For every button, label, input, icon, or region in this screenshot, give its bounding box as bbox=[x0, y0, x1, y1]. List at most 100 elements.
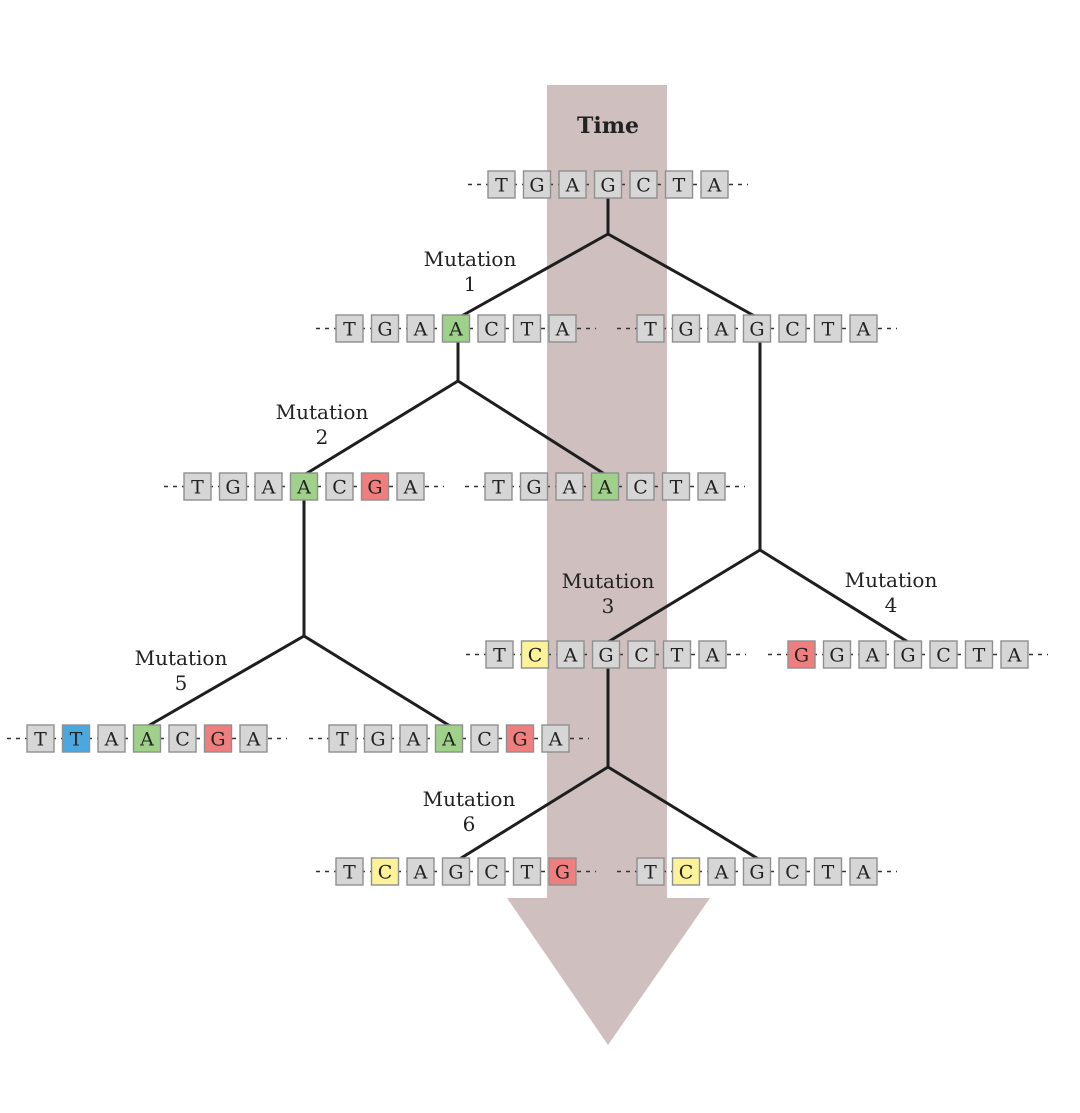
nucleotide-letter: T bbox=[493, 645, 506, 667]
nucleotide-box bbox=[512, 314, 542, 343]
nucleotide-box bbox=[929, 640, 958, 669]
lineage-branches bbox=[146, 196, 910, 862]
nucleotide-box bbox=[363, 724, 393, 753]
nucleotide-G: G bbox=[441, 857, 471, 886]
nucleotide-C: C bbox=[168, 724, 197, 753]
nucleotide-letter: A bbox=[296, 477, 311, 499]
nucleotide-letter: G bbox=[749, 319, 764, 341]
nucleotide-letter: C bbox=[633, 477, 648, 499]
nucleotide-box bbox=[484, 472, 513, 501]
nucleotide-letter: A bbox=[704, 477, 719, 499]
nucleotide-letter: A bbox=[714, 319, 729, 341]
nucleotide-T: T bbox=[485, 640, 514, 669]
nucleotide-letter: G bbox=[370, 729, 385, 751]
nucleotide-box bbox=[519, 472, 549, 501]
nucleotide-box bbox=[512, 857, 542, 886]
nucleotide-box bbox=[370, 314, 400, 343]
nucleotide-C: C bbox=[778, 857, 807, 886]
nucleotide-box bbox=[485, 640, 514, 669]
nucleotide-letter: A bbox=[413, 319, 428, 341]
branch-line-8 bbox=[606, 548, 762, 644]
nucleotide-letter: A bbox=[246, 729, 261, 751]
nucleotide-G: G bbox=[893, 640, 923, 669]
nucleotide-letter: A bbox=[548, 729, 563, 751]
nucleotide-letter: T bbox=[336, 729, 349, 751]
nucleotide-box bbox=[254, 472, 283, 501]
nucleotide-box bbox=[505, 724, 535, 753]
nucleotide-box bbox=[520, 640, 550, 669]
nucleotide-A: A bbox=[707, 857, 736, 886]
nucleotide-G: G bbox=[360, 472, 390, 501]
nucleotide-A: A bbox=[707, 314, 736, 343]
nucleotide-C: C bbox=[626, 472, 655, 501]
nucleotide-box bbox=[360, 472, 390, 501]
nucleotide-C: C bbox=[778, 314, 807, 343]
nucleotide-box bbox=[778, 314, 807, 343]
nucleotide-G: G bbox=[593, 170, 623, 199]
nucleotide-letter: A bbox=[448, 319, 463, 341]
branch-line-14 bbox=[456, 765, 610, 862]
nucleotide-box bbox=[698, 640, 727, 669]
nucleotide-G: G bbox=[671, 314, 701, 343]
nucleotide-A: A bbox=[239, 724, 268, 753]
nucleotide-box bbox=[858, 640, 887, 669]
nucleotide-G: G bbox=[505, 724, 535, 753]
nucleotide-letter: A bbox=[597, 477, 612, 499]
nucleotide-letter: G bbox=[678, 319, 693, 341]
mutation-word: Mutation bbox=[423, 787, 516, 811]
branch-line-3 bbox=[606, 232, 760, 320]
nucleotide-box bbox=[556, 640, 585, 669]
nucleotide-box bbox=[813, 314, 843, 343]
nucleotide-letter: A bbox=[565, 175, 580, 197]
nucleotide-box bbox=[541, 724, 570, 753]
nucleotide-T: T bbox=[813, 314, 843, 343]
nucleotide-A: A bbox=[396, 472, 425, 501]
nucleotide-A: A bbox=[1000, 640, 1029, 669]
nucleotide-A: A bbox=[698, 640, 727, 669]
nucleotide-box bbox=[470, 724, 499, 753]
nucleotide-box bbox=[964, 640, 994, 669]
nucleotide-box bbox=[97, 724, 126, 753]
nucleotide-C: C bbox=[520, 640, 550, 669]
nucleotide-G: G bbox=[522, 170, 552, 199]
nucleotide-letter: G bbox=[529, 175, 544, 197]
nucleotide-letter: A bbox=[865, 645, 880, 667]
nucleotide-letter: A bbox=[555, 319, 570, 341]
nucleotide-box bbox=[328, 724, 357, 753]
nucleotide-G: G bbox=[218, 472, 248, 501]
nucleotide-letter: T bbox=[644, 862, 657, 884]
nucleotide-box bbox=[664, 170, 694, 199]
nucleotide-box bbox=[239, 724, 268, 753]
nucleotide-letter: T bbox=[34, 729, 47, 751]
nucleotide-G: G bbox=[370, 314, 400, 343]
mutation-number: 1 bbox=[464, 272, 477, 296]
mutation-word: Mutation bbox=[135, 646, 228, 670]
nucleotide-letter: G bbox=[526, 477, 541, 499]
mutation-number: 4 bbox=[885, 593, 898, 617]
nucleotide-box bbox=[477, 314, 506, 343]
nucleotide-box bbox=[477, 857, 506, 886]
nucleotide-G: G bbox=[822, 640, 852, 669]
nucleotide-letter: T bbox=[191, 477, 204, 499]
nucleotide-box bbox=[203, 724, 233, 753]
nucleotide-letter: G bbox=[377, 319, 392, 341]
nucleotide-T: T bbox=[487, 170, 516, 199]
nucleotide-box bbox=[626, 472, 655, 501]
nucleotide-A: A bbox=[399, 724, 428, 753]
nucleotide-letter: C bbox=[378, 862, 393, 884]
nucleotide-letter: A bbox=[563, 645, 578, 667]
nucleotide-box bbox=[661, 472, 691, 501]
nucleotide-A: A bbox=[548, 314, 577, 343]
nucleotide-T: T bbox=[484, 472, 513, 501]
nucleotide-box bbox=[778, 857, 807, 886]
mutation-word: Mutation bbox=[424, 247, 517, 271]
nucleotide-C: C bbox=[477, 314, 506, 343]
branch-line-9 bbox=[758, 548, 910, 644]
nucleotide-box bbox=[406, 857, 435, 886]
nucleotide-letter: T bbox=[673, 175, 686, 197]
nucleotide-letter: C bbox=[175, 729, 190, 751]
nucleotide-box bbox=[662, 640, 692, 669]
